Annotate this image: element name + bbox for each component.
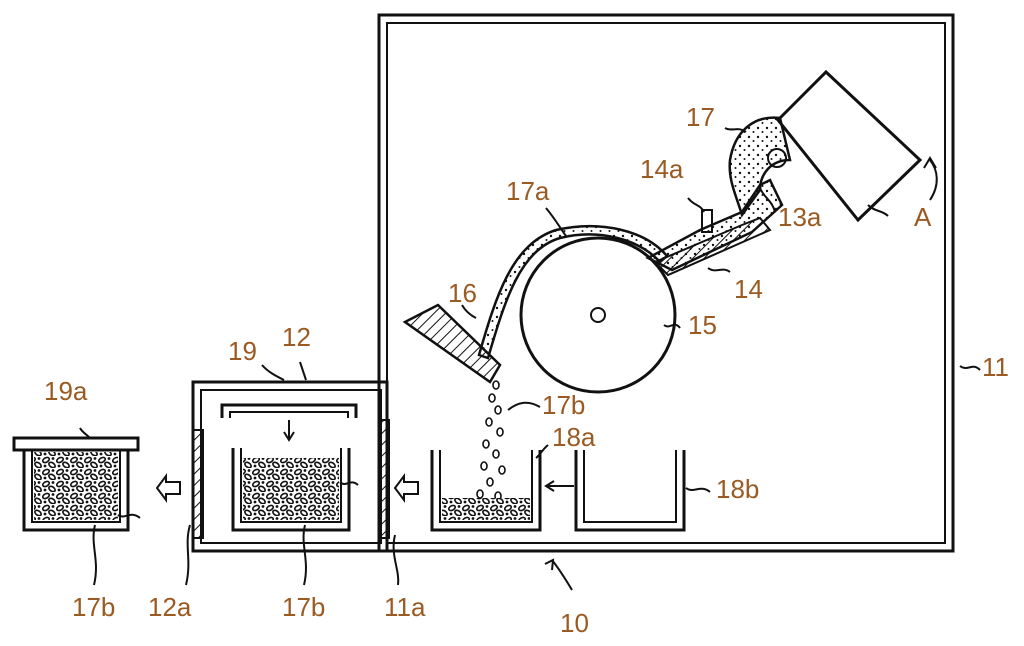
flake-pointer <box>507 401 541 411</box>
label-16: 16 <box>448 278 477 308</box>
container-box <box>767 69 923 223</box>
tray-18b <box>574 450 686 532</box>
drum <box>519 236 677 394</box>
label-18b: 18b <box>716 474 759 504</box>
falling-flakes <box>476 380 506 501</box>
tray-in-chamber <box>231 448 351 532</box>
transfer-arrow-1 <box>393 473 419 503</box>
pivot-13a <box>767 148 787 168</box>
tray-18a <box>430 450 542 532</box>
feed-path <box>728 116 792 218</box>
label-12a: 12a <box>148 592 192 622</box>
label-12: 12 <box>282 322 311 352</box>
label-11a: 11a <box>384 592 426 622</box>
sealed-tray <box>12 436 140 532</box>
label-13a: 13a <box>778 202 822 232</box>
transfer-arrow-2 <box>155 473 181 503</box>
label-17b-middle: 17b <box>282 592 325 622</box>
label-A: A <box>914 202 932 232</box>
label-14: 14 <box>734 274 763 304</box>
label-17: 17 <box>686 102 715 132</box>
label-15: 15 <box>688 310 717 340</box>
lid-19 <box>220 403 358 418</box>
label-10: 10 <box>560 608 589 638</box>
label-17b-left: 17b <box>72 592 115 622</box>
label-18a: 18a <box>552 422 596 452</box>
transfer-chamber <box>191 380 390 553</box>
label-17a: 17a <box>506 176 550 206</box>
leader-lines <box>79 127 981 591</box>
scraper <box>402 303 502 384</box>
label-19: 19 <box>228 336 257 366</box>
coating-layer <box>477 224 669 360</box>
sensor-14a <box>701 209 713 233</box>
main-housing <box>377 13 955 553</box>
supply-chute <box>645 178 784 277</box>
label-11: 11 <box>982 352 1009 382</box>
door-12a <box>192 429 204 539</box>
label-19a: 19a <box>44 376 88 406</box>
door-11a <box>378 419 390 539</box>
labels: 10 11 11a 12 12a 13a 14 14a 15 16 17 17a… <box>44 102 1009 638</box>
label-14a: 14a <box>640 154 684 184</box>
label-17b-falling: 17b <box>542 390 585 420</box>
